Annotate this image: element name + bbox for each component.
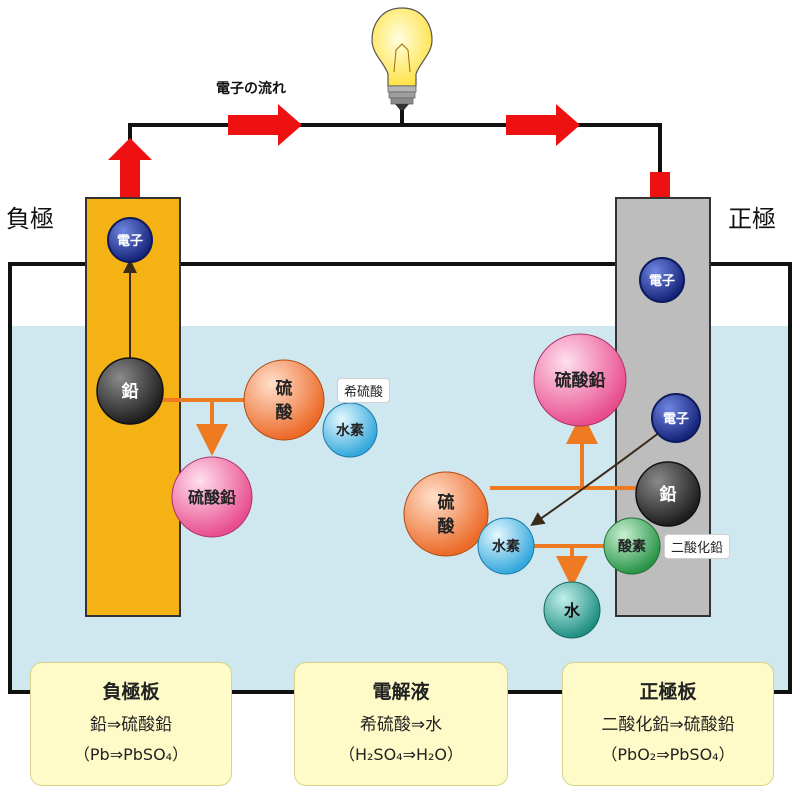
- particle-label: 電子: [117, 234, 143, 249]
- box-reaction: 希硫酸⇒水: [359, 715, 443, 735]
- electron-positive-top: 電子: [639, 257, 685, 303]
- electron-positive-mid: 電子: [651, 393, 701, 443]
- lead-sulfate-right: 硫酸鉛: [533, 333, 627, 427]
- positive-reaction-arrows: [490, 412, 636, 588]
- svg-text:水素: 水素: [492, 538, 520, 555]
- svg-text:酸素: 酸素: [618, 538, 646, 555]
- dilute-sulfuric-tag: 希硫酸: [337, 378, 391, 403]
- electrolyte-box: 電解液 希硫酸⇒水 （H₂SO₄⇒H₂O）: [294, 662, 508, 786]
- red-arrow-right-2: [506, 104, 580, 146]
- electron-flow-label: 電子の流れ: [216, 81, 286, 97]
- box-formula: （PbO₂⇒PbSO₄）: [601, 745, 735, 764]
- svg-text:鉛: 鉛: [660, 484, 677, 505]
- svg-text:硫: 硫: [438, 492, 455, 513]
- hydrogen-right: 水素: [477, 517, 535, 575]
- svg-text:水: 水: [564, 601, 581, 620]
- oxygen-right: 酸素: [603, 517, 661, 575]
- red-arrow-right-1: [228, 104, 302, 146]
- lead-sulfate-left: 硫酸鉛: [171, 456, 253, 538]
- light-bulb-icon: [371, 7, 433, 110]
- sulfuric-acid-right: 硫 酸: [403, 471, 489, 557]
- svg-text:電子: 電子: [663, 412, 689, 427]
- water-right: 水: [543, 581, 601, 639]
- lead-positive: 鉛: [635, 461, 701, 527]
- box-reaction: 二酸化鉛⇒硫酸鉛: [601, 715, 735, 735]
- svg-text:水素: 水素: [336, 422, 364, 439]
- svg-text:酸: 酸: [438, 516, 456, 537]
- svg-text:硫: 硫: [276, 378, 293, 399]
- hydrogen-left: 水素: [322, 402, 378, 458]
- svg-text:電子: 電子: [649, 274, 675, 289]
- box-formula: （H₂SO₄⇒H₂O）: [338, 745, 464, 764]
- positive-pole-label: 正極: [728, 205, 776, 233]
- negative-pole-label: 負極: [6, 205, 54, 233]
- box-title: 電解液: [372, 681, 430, 703]
- svg-text:酸: 酸: [276, 402, 294, 423]
- box-formula: （Pb⇒PbSO₄）: [73, 745, 189, 764]
- electron-negative: 電子: [107, 217, 153, 263]
- lead-dioxide-tag: 二酸化鉛: [664, 534, 731, 559]
- box-reaction: 鉛⇒硫酸鉛: [89, 715, 173, 735]
- svg-text:硫酸鉛: 硫酸鉛: [555, 370, 606, 391]
- svg-text:硫酸鉛: 硫酸鉛: [188, 488, 236, 507]
- svg-text:鉛: 鉛: [122, 381, 139, 402]
- box-title: 正極板: [639, 681, 697, 703]
- box-title: 負極板: [102, 681, 160, 703]
- positive-plate-box: 正極板 二酸化鉛⇒硫酸鉛 （PbO₂⇒PbSO₄）: [562, 662, 774, 786]
- lead-negative: 鉛: [96, 357, 164, 425]
- red-arrow-up: [108, 138, 152, 210]
- sulfuric-acid-left: 硫 酸: [243, 359, 325, 441]
- circuit-wire: [128, 123, 662, 200]
- electron-to-hydrogen-arrow: [530, 431, 661, 527]
- negative-reaction-arrows: [154, 398, 244, 456]
- negative-plate-box: 負極板 鉛⇒硫酸鉛 （Pb⇒PbSO₄）: [30, 662, 232, 786]
